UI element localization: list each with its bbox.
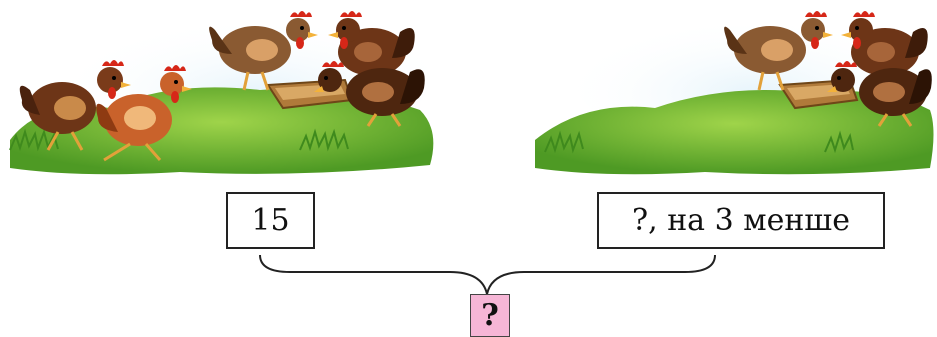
hen-2-right [841, 11, 928, 76]
right-hens-illustration [525, 0, 937, 190]
hen-1-left [19, 60, 131, 151]
hen-4-left [328, 11, 415, 76]
right-count-box: ?, на 3 менше [597, 192, 885, 249]
left-hens-illustration [0, 0, 440, 190]
total-question-box: ? [470, 294, 510, 337]
hen-1-right [724, 11, 833, 91]
hen-2-left [96, 65, 192, 162]
hen-5-left [314, 61, 425, 127]
right-count-label: ?, на 3 менше [632, 202, 850, 238]
hen-3-right [827, 61, 932, 127]
left-count-box: 15 [226, 192, 315, 249]
total-question-label: ? [481, 298, 499, 333]
curly-brace [259, 254, 716, 295]
left-count-label: 15 [251, 202, 290, 238]
hen-3-left [209, 11, 318, 91]
